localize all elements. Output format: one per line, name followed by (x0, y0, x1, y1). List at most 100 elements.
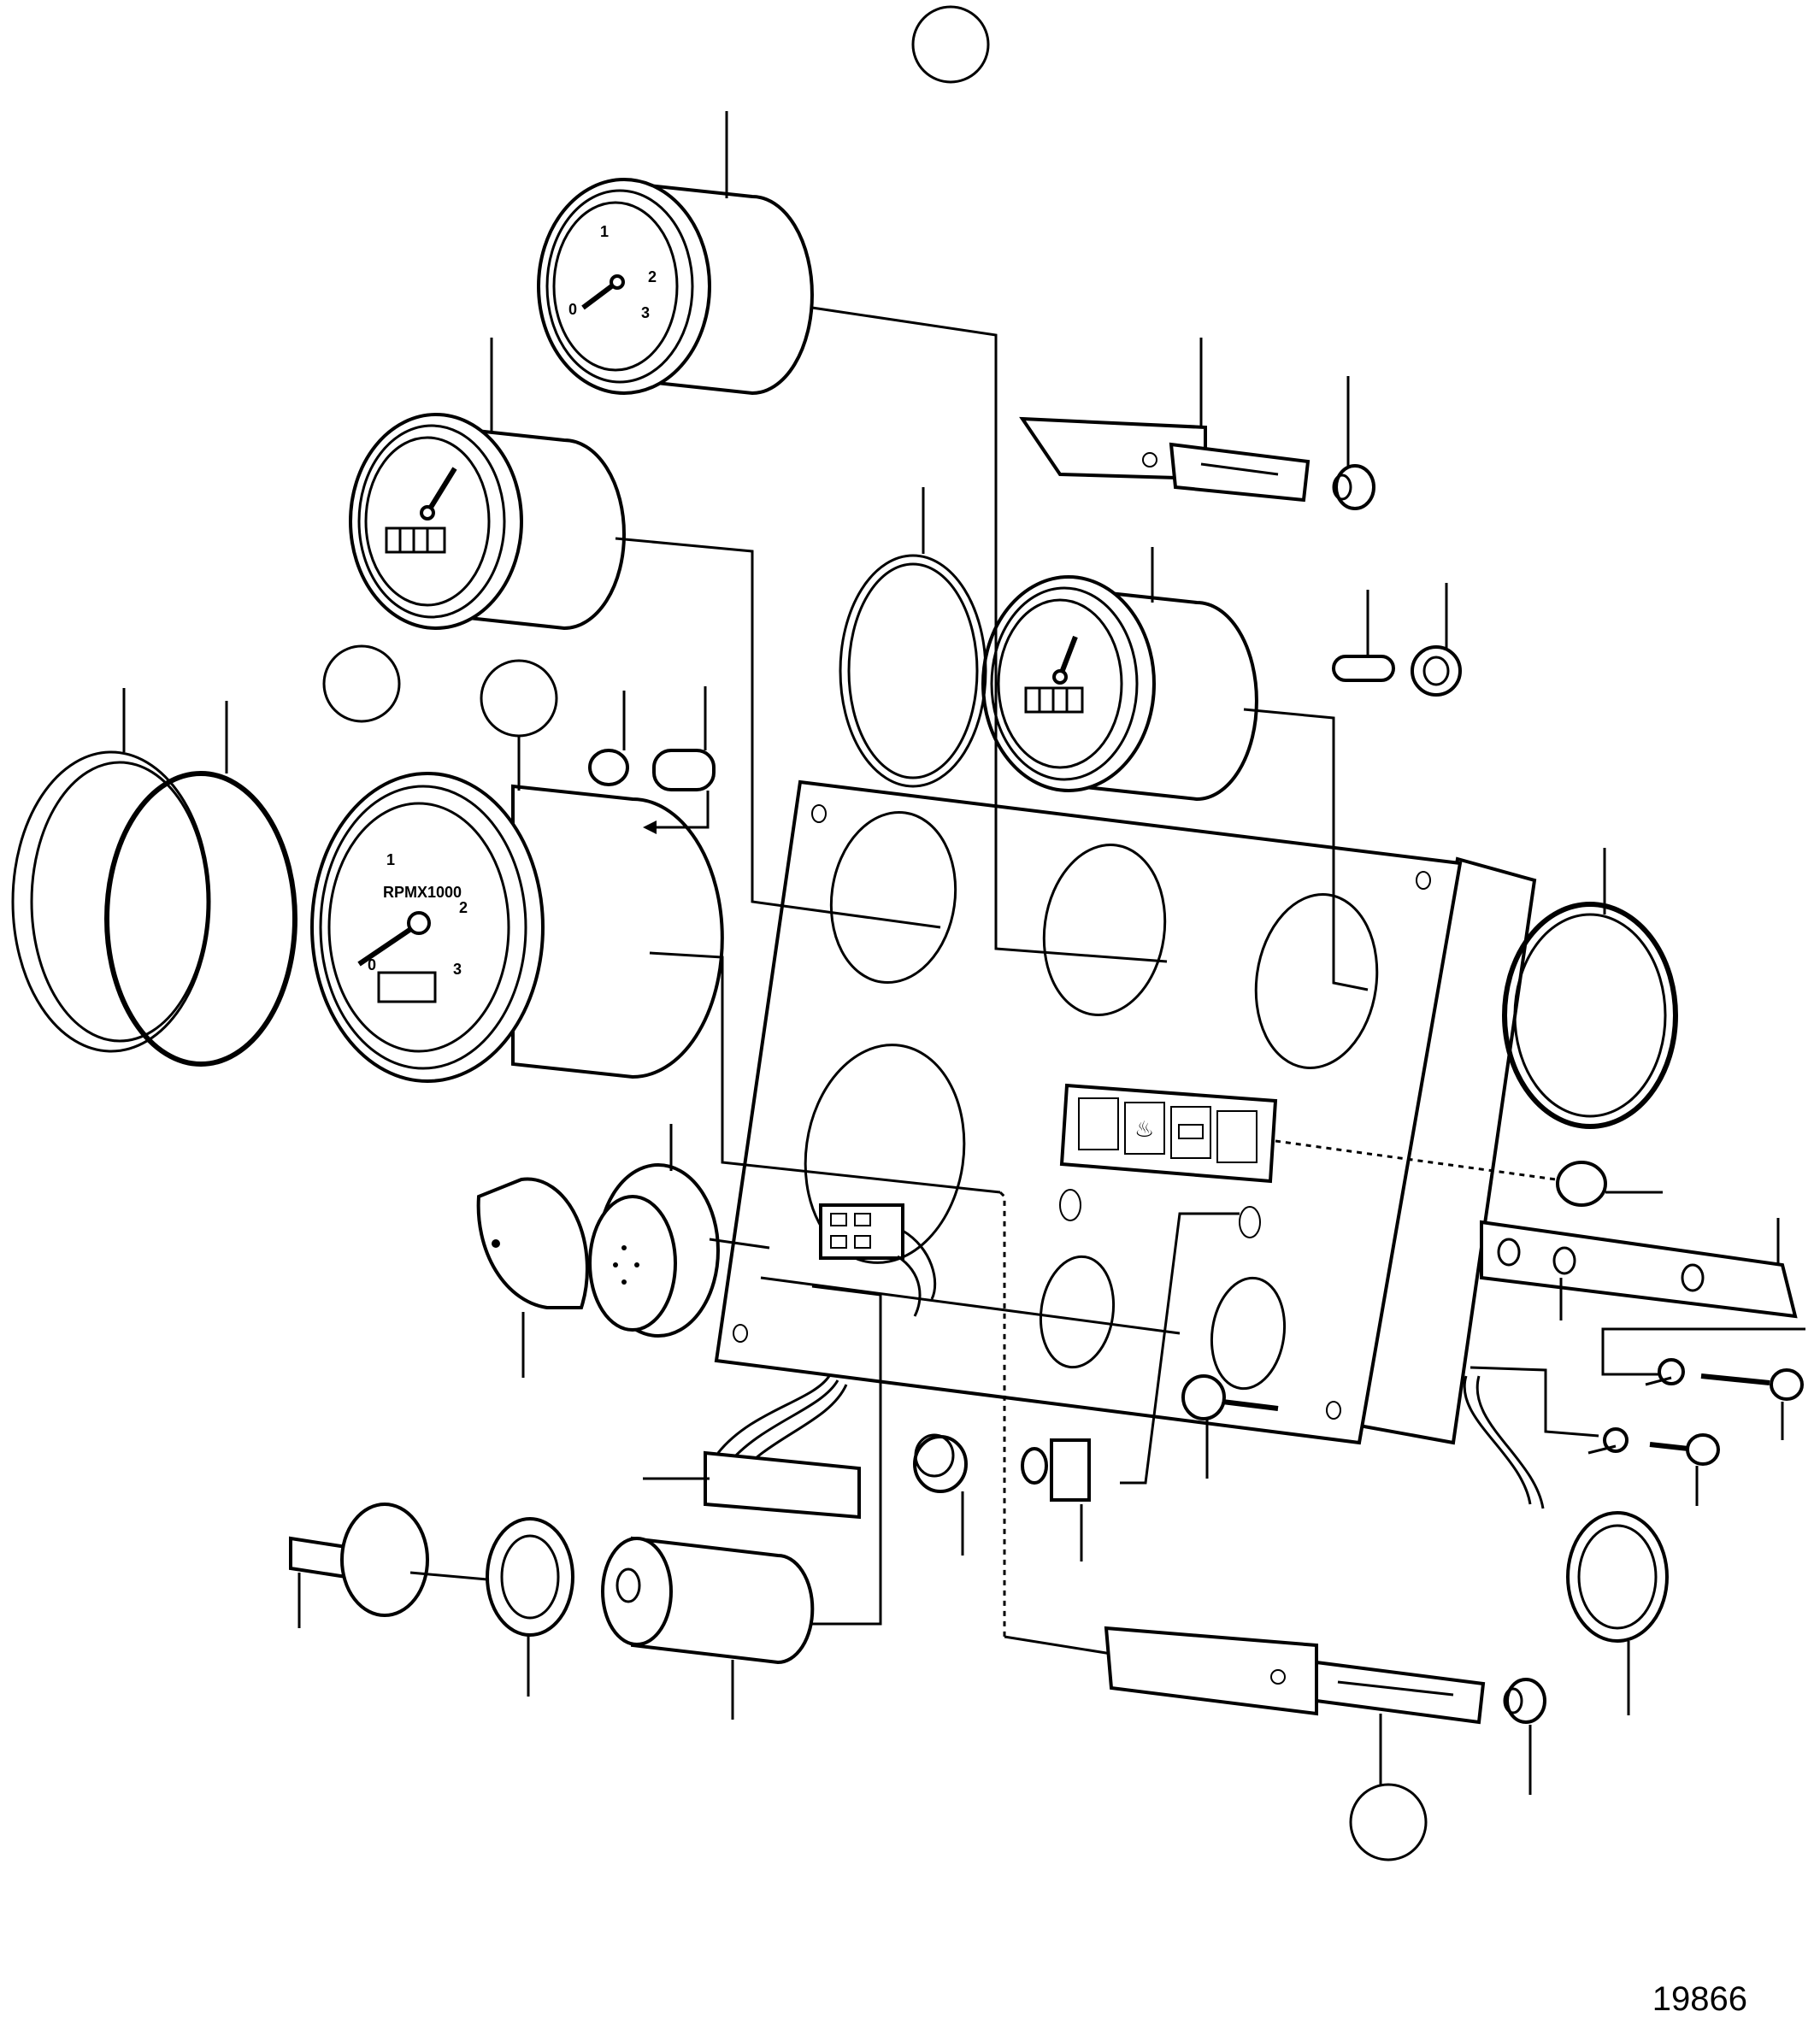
callout-circle (1349, 1783, 1428, 1861)
push-button-face (914, 1433, 955, 1478)
bracket-body (1104, 1626, 1318, 1716)
mounting-hole (1326, 1401, 1341, 1420)
connection-line (615, 537, 941, 929)
harness-connector (704, 1450, 861, 1520)
gauge-with-display-right (981, 547, 1258, 802)
key-cap (340, 1503, 429, 1617)
mounting-hole (1416, 871, 1431, 890)
warning-lamp-battery (1170, 1106, 1211, 1159)
gauge-with-display-left (349, 338, 626, 631)
gauge-bezel-inner (990, 586, 1139, 781)
mounting-hole (733, 1324, 748, 1343)
gauge-bezel (537, 178, 711, 395)
small-hole (1059, 1189, 1081, 1221)
screw-head (1686, 1433, 1720, 1466)
gauge-o-ring (1502, 902, 1678, 1129)
round-connector (1566, 1511, 1669, 1643)
needle-hub (1052, 669, 1068, 685)
buzzer (476, 1124, 770, 1378)
screw-thread (1649, 1442, 1689, 1451)
connection-line (1470, 1366, 1599, 1438)
scale-label: 3 (641, 304, 650, 321)
knurled-nut (1334, 464, 1375, 510)
warning-lamp-blank (1216, 1110, 1258, 1163)
scale-label: 2 (459, 899, 468, 916)
mounting-bracket-top (1019, 338, 1375, 510)
bezel-rings (11, 487, 1678, 1129)
small-tachometer: 0 1 2 3 (537, 111, 814, 396)
bulb-holder-inner (1422, 656, 1450, 686)
knurled-nut (1505, 1678, 1546, 1724)
wiring-harness (643, 1375, 1669, 1715)
bulb (588, 749, 629, 786)
tachometer-cutout (804, 1044, 966, 1264)
figure-number: 19866 (1652, 1980, 1747, 2018)
needle-hub (420, 505, 435, 520)
washer (1658, 1358, 1685, 1385)
bracket-hole (1270, 1669, 1286, 1685)
bracket-slot (1200, 462, 1279, 476)
terminal (854, 1213, 871, 1226)
terminal (830, 1213, 847, 1226)
callout-circle (480, 659, 558, 738)
gauge-cutout (829, 810, 957, 985)
screw-thread (1700, 1373, 1770, 1385)
scale-label: 3 (453, 961, 462, 978)
wire (897, 1255, 922, 1317)
arrow-head (643, 820, 657, 834)
grill-hole (621, 1279, 627, 1285)
connection-line (1120, 1212, 1240, 1485)
connection-line (811, 306, 1168, 963)
bracket-slot-arm (1169, 442, 1311, 503)
tachometer-bezel-ring (11, 750, 211, 1053)
lcd-display (385, 526, 446, 554)
warning-panel-frame (1059, 1083, 1278, 1184)
callout-circle (322, 644, 401, 723)
fasteners (1587, 1358, 1804, 1506)
bracket-slot-arm (1315, 1660, 1486, 1725)
tachometer: RPMX1000 0 1 2 3 (310, 736, 724, 1083)
bulbs (588, 583, 1663, 1207)
gauge-bezel-inner (319, 785, 527, 1070)
side-rail (1480, 1218, 1805, 1376)
connection-line (649, 951, 1001, 1194)
rail-hole (1497, 1238, 1521, 1267)
wire (1475, 1375, 1545, 1509)
tachometer-o-ring (104, 771, 297, 1067)
push-button (913, 1435, 968, 1493)
wire (902, 1229, 937, 1300)
washer (1603, 1427, 1629, 1453)
gauge-bezel-inner (545, 189, 694, 384)
connection-line-dashed (998, 1191, 1006, 1637)
ignition-key (289, 1536, 348, 1579)
tachometer-unit-label: RPMX1000 (383, 884, 462, 901)
gauge-housing (511, 784, 724, 1079)
wire (725, 1379, 839, 1467)
buzzer-terminal (709, 1238, 770, 1250)
rocker-switch-shaft (1021, 1447, 1048, 1485)
gauge-bezel (981, 575, 1156, 792)
wire (1463, 1375, 1532, 1505)
gauge-bezel (349, 413, 523, 630)
ignition-switch (289, 1503, 815, 1720)
connection-line (1601, 1327, 1805, 1376)
connection-line (1243, 708, 1369, 991)
wire (716, 1375, 831, 1454)
switch-body (631, 1536, 815, 1665)
buzzer-grill (588, 1195, 677, 1332)
gauge-needle (425, 467, 457, 515)
bracket-hole (1142, 452, 1157, 468)
scale-label: 1 (600, 223, 609, 240)
rail-body (1480, 1220, 1798, 1319)
gauge-cutout (1254, 893, 1379, 1069)
bulb-holder (1411, 645, 1462, 697)
gauge-bezel-ring (839, 554, 987, 788)
rocker-switch-body (1050, 1438, 1091, 1502)
gauge-dial (552, 201, 679, 372)
small-hole (1239, 1206, 1261, 1238)
gauge-bezel-inner (357, 424, 506, 619)
connection-lines (615, 306, 1599, 1656)
gauge-o-ring-inner (1513, 913, 1667, 1118)
scale-label: 2 (648, 268, 657, 285)
terminal (830, 1235, 847, 1249)
